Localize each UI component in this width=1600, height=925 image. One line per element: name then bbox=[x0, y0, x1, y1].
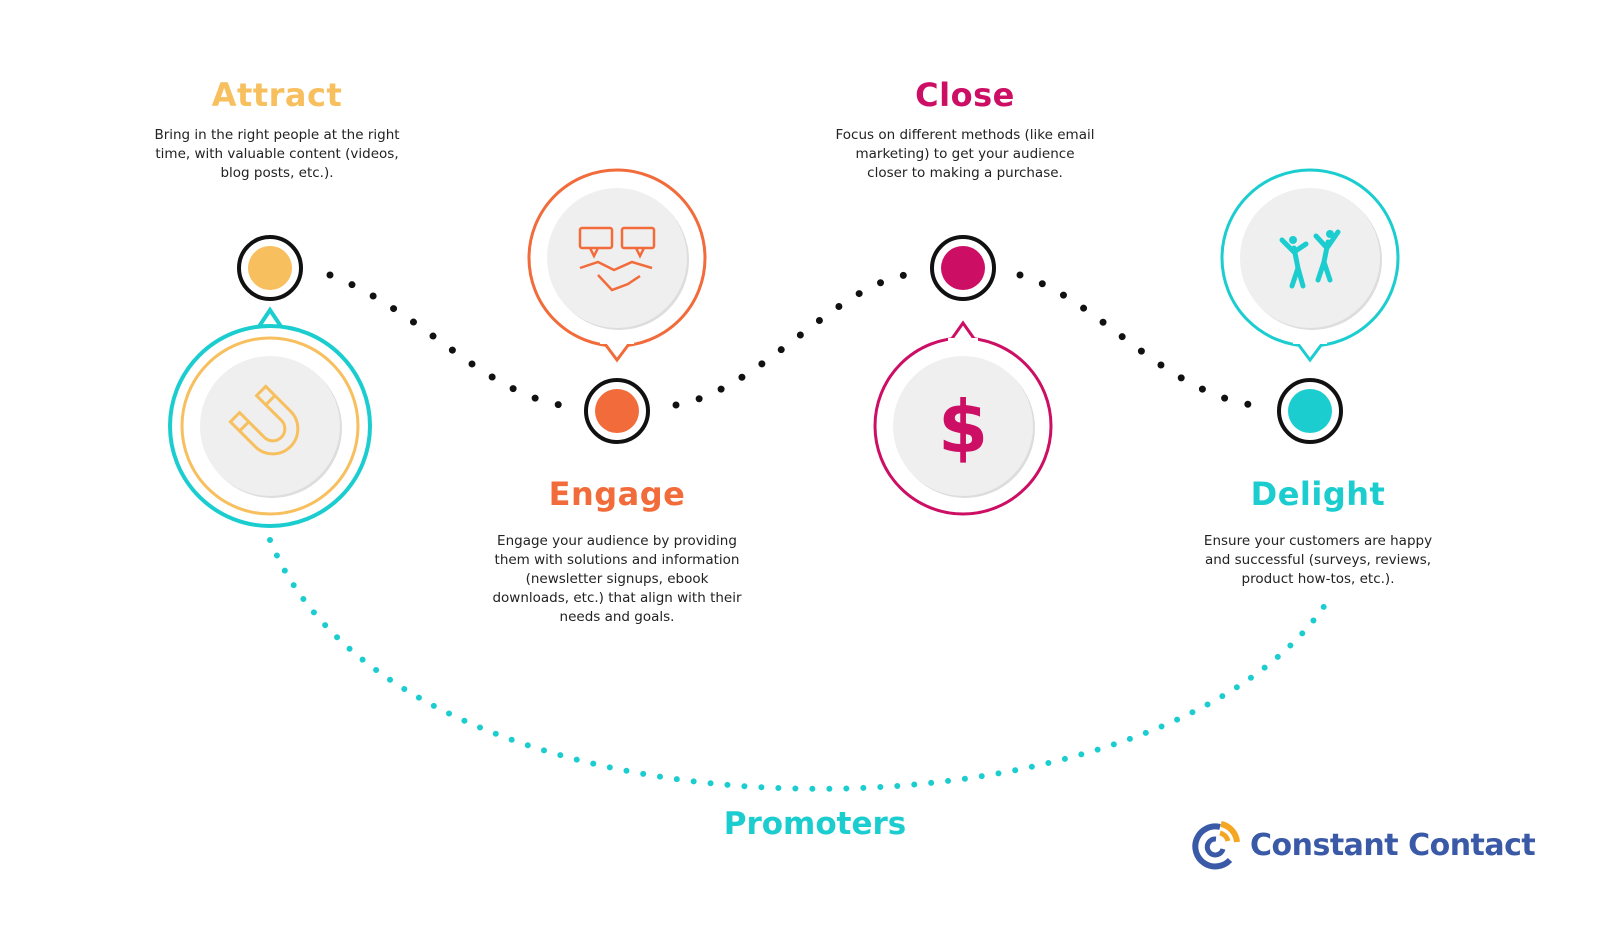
logo-text: Constant Contact bbox=[1250, 827, 1536, 863]
delight-node bbox=[1277, 378, 1343, 444]
engage-title: Engage bbox=[548, 475, 686, 513]
engage-node bbox=[584, 378, 650, 444]
engage-description: Engage your audience by providing them w… bbox=[492, 533, 742, 625]
close-title: Close bbox=[915, 76, 1015, 114]
stage-connector-path bbox=[326, 271, 1256, 409]
constant-contact-logo-icon bbox=[1192, 821, 1240, 870]
promoters-arc bbox=[267, 537, 1328, 792]
close-node bbox=[930, 235, 996, 301]
handshake-chat-icon bbox=[578, 226, 656, 292]
promoters-label: Promoters bbox=[723, 806, 907, 842]
attract-description: Bring in the right people at the right t… bbox=[154, 127, 400, 181]
magnet-icon bbox=[228, 384, 300, 456]
delight-description: Ensure your customers are happy and succ… bbox=[1203, 533, 1433, 587]
close-bubble: $ bbox=[873, 320, 1053, 516]
attract-bubble bbox=[168, 306, 372, 528]
close-description: Focus on different methods (like email m… bbox=[835, 127, 1095, 181]
dollar-icon: $ bbox=[938, 385, 988, 469]
attract-node bbox=[237, 235, 303, 301]
attract-title: Attract bbox=[211, 76, 343, 114]
constant-contact-logo: Constant Contact bbox=[1192, 820, 1536, 870]
delight-title: Delight bbox=[1250, 475, 1386, 513]
delight-bubble bbox=[1220, 168, 1400, 363]
celebrating-people-icon bbox=[1279, 229, 1341, 289]
engage-bubble bbox=[527, 168, 707, 363]
